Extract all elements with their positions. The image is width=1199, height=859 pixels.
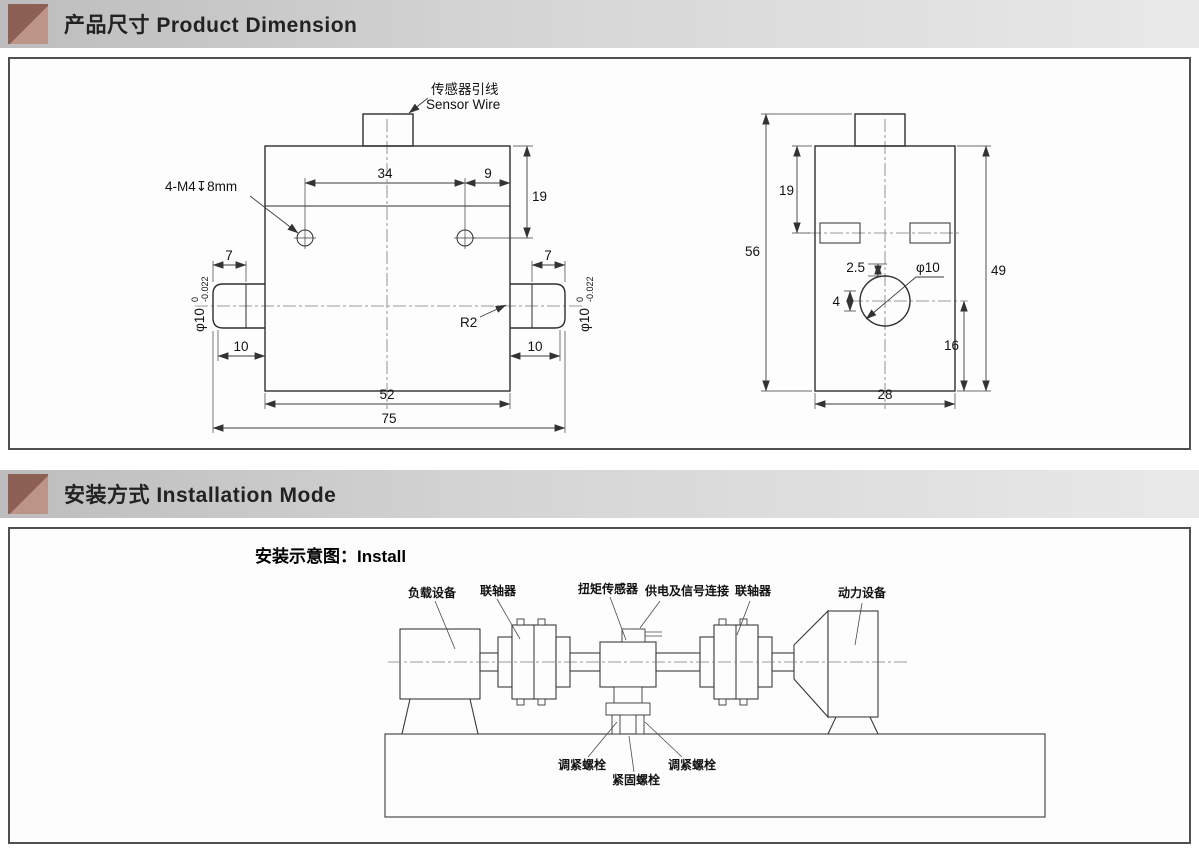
label-power-device: 动力设备 bbox=[838, 585, 887, 600]
shaft-dia-callout-left: φ10 0 -0.022 bbox=[190, 276, 210, 331]
shaft-tol-lower-left: -0.022 bbox=[200, 276, 210, 302]
installation-panel: 安装示意图：Install bbox=[8, 527, 1191, 844]
shaft-dia-left-value: φ10 bbox=[192, 308, 207, 332]
dim-total-height-value: 56 bbox=[745, 244, 760, 259]
dim-total-width-value: 75 bbox=[381, 411, 396, 426]
sensor-wire-leader bbox=[408, 97, 429, 114]
mounting-hole-right bbox=[454, 227, 476, 249]
dim-shaft-length-right: 10 bbox=[509, 330, 561, 361]
dim-hole-span-value: 34 bbox=[377, 166, 393, 181]
load-device-block bbox=[399, 628, 499, 735]
sensor-wire-connector bbox=[362, 113, 414, 147]
hole-callout-leader bbox=[249, 195, 299, 234]
front-view: 传感器引线 Sensor Wire 4-M4↧8mm 34 9 bbox=[165, 81, 595, 433]
dim-shaft-length-left-value: 10 bbox=[233, 339, 248, 354]
dim-total-width: 75 bbox=[212, 331, 566, 433]
label-coupling-left: 联轴器 bbox=[480, 583, 517, 598]
shaft-tol-upper-left: 0 bbox=[190, 297, 200, 302]
fillet-radius-value: R2 bbox=[460, 315, 477, 330]
label-torque-sensor: 扭矩传感器 bbox=[578, 581, 639, 596]
dim-flat-left-value: 7 bbox=[225, 248, 233, 263]
dim-hole-span: 34 bbox=[304, 166, 466, 227]
sensor-stand-foot bbox=[605, 702, 651, 716]
shaft-right bbox=[510, 283, 566, 329]
shaft-left bbox=[212, 283, 265, 329]
dim-shaft-length-right-value: 10 bbox=[527, 339, 542, 354]
label-adjust-bolt-right: 调紧螺栓 bbox=[668, 757, 716, 772]
dim-top-to-holes-value: 19 bbox=[532, 189, 547, 204]
torque-sensor-block bbox=[599, 628, 662, 735]
dim-key-offset: 2.5 bbox=[846, 260, 887, 277]
side-view: 56 19 2.5 4 φ10 bbox=[745, 113, 1006, 409]
dim-key-width: 4 bbox=[832, 290, 856, 312]
install-diagram-title: 安装示意图：Install bbox=[255, 546, 406, 566]
power-device-block bbox=[793, 609, 879, 735]
shaft-dia-callout-right: φ10 0 -0.022 bbox=[575, 276, 595, 331]
dim-key-offset-value: 2.5 bbox=[846, 260, 865, 275]
section-header-dimension: 产品尺寸 Product Dimension bbox=[0, 0, 1199, 48]
dim-body-width: 52 bbox=[264, 387, 511, 409]
base-plate bbox=[384, 733, 1046, 818]
dim-top-to-holes: 19 bbox=[473, 145, 547, 239]
dim-side-width-value: 28 bbox=[877, 387, 892, 402]
bore-circle bbox=[859, 275, 911, 327]
label-adjust-bolt-left: 调紧螺栓 bbox=[558, 757, 606, 772]
dim-body-width-value: 52 bbox=[379, 387, 394, 402]
side-slot-right bbox=[909, 222, 951, 244]
dim-hole-to-edge-value: 9 bbox=[484, 166, 492, 181]
mounting-hole-left bbox=[294, 227, 316, 249]
leader-lines bbox=[434, 596, 863, 773]
sensor-wire-label-cn: 传感器引线 bbox=[431, 81, 499, 97]
dim-bore-to-bottom-value: 16 bbox=[944, 338, 959, 353]
dim-bore-to-bottom: 16 bbox=[944, 300, 968, 392]
dim-top-to-slot-value: 19 bbox=[779, 183, 794, 198]
installation-diagram: 安装示意图：Install bbox=[255, 546, 1046, 818]
sensor-stand-neck bbox=[613, 686, 643, 704]
section-accent-icon-2 bbox=[8, 474, 48, 514]
sensor-wire-label-en: Sensor Wire bbox=[426, 97, 500, 112]
stand-bolt-left bbox=[611, 714, 621, 735]
shaft-tol-lower-right: -0.022 bbox=[585, 276, 595, 302]
fillet-callout: R2 bbox=[460, 304, 507, 330]
section-title-dimension: 产品尺寸 Product Dimension bbox=[64, 14, 358, 37]
bore-dia-callout: φ10 bbox=[865, 260, 944, 320]
section-accent-icon bbox=[8, 4, 48, 44]
bore-dia-value: φ10 bbox=[916, 260, 940, 275]
shaft-dia-right-value: φ10 bbox=[577, 308, 592, 332]
sensor-body-side bbox=[814, 145, 956, 392]
dim-flat-right: 7 bbox=[531, 248, 566, 282]
label-load-device: 负载设备 bbox=[408, 585, 457, 600]
label-fixing-bolt: 紧固螺栓 bbox=[612, 772, 660, 787]
dim-hole-to-edge: 9 bbox=[464, 166, 511, 187]
dim-side-width: 28 bbox=[814, 387, 956, 409]
section-header-installation: 安装方式 Installation Mode bbox=[0, 470, 1199, 518]
dimension-drawing: 传感器引线 Sensor Wire 4-M4↧8mm 34 9 bbox=[165, 81, 1006, 433]
side-slot-left bbox=[819, 222, 861, 244]
dim-key-width-value: 4 bbox=[832, 294, 840, 309]
dim-body-height-value: 49 bbox=[991, 263, 1006, 278]
dim-total-height: 56 bbox=[745, 113, 852, 392]
label-power-signal: 供电及信号连接 bbox=[644, 583, 729, 598]
sensor-body-front bbox=[264, 145, 511, 392]
shaft-tol-upper-right: 0 bbox=[575, 297, 585, 302]
dimension-panel: 传感器引线 Sensor Wire 4-M4↧8mm 34 9 bbox=[8, 57, 1191, 450]
dim-flat-left: 7 bbox=[212, 248, 247, 282]
hole-callout: 4-M4↧8mm bbox=[165, 179, 299, 234]
sensor-wire-connector-side bbox=[854, 113, 906, 147]
dim-top-to-slot: 19 bbox=[779, 145, 812, 234]
hole-callout-label: 4-M4↧8mm bbox=[165, 179, 237, 194]
section-title-installation: 安装方式 Installation Mode bbox=[64, 484, 337, 507]
dim-shaft-length-left: 10 bbox=[217, 330, 266, 361]
label-coupling-right: 联轴器 bbox=[735, 583, 772, 598]
stand-bolt-right bbox=[635, 714, 645, 735]
signal-connector-box bbox=[621, 628, 646, 643]
dim-flat-right-value: 7 bbox=[544, 248, 552, 263]
sensor-wire-callout: 传感器引线 Sensor Wire bbox=[408, 81, 500, 114]
